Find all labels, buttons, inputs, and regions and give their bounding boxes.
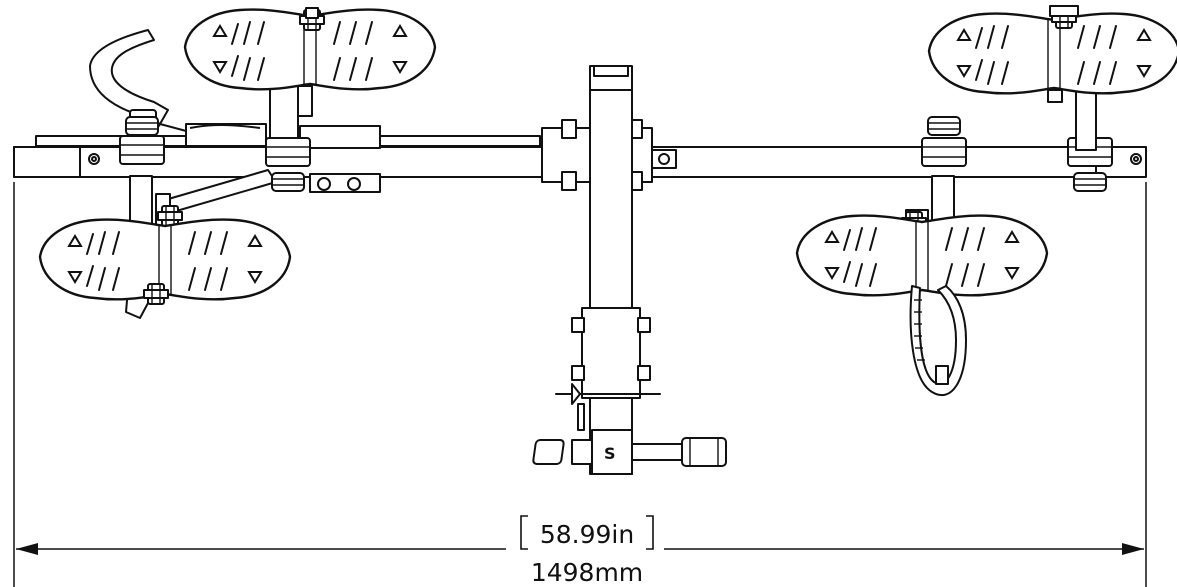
dimension-metric: 1498mm <box>531 558 643 587</box>
hitch-pin-knob <box>681 437 727 467</box>
right-lower-tray <box>795 175 1049 397</box>
bracket-right <box>646 515 654 550</box>
overall-width-dimension: 58.99in 1498mm <box>13 182 1147 587</box>
left-lower-tray <box>38 218 292 305</box>
collar-left-2 <box>265 137 311 192</box>
bracket-left <box>520 515 528 550</box>
collar-right-1 <box>921 116 967 167</box>
left-ratchet-hardware <box>185 123 381 193</box>
arrowhead-right-icon <box>1122 543 1144 555</box>
collar-left-1 <box>119 116 165 165</box>
left-upper-tray <box>183 7 437 149</box>
hitch-mount-assembly: S <box>532 65 727 475</box>
wheel-strap <box>909 285 967 397</box>
brand-logo-icon: S <box>532 439 616 465</box>
right-upper-tray <box>927 5 1177 151</box>
arrowhead-left-icon <box>16 543 38 555</box>
svg-text:S: S <box>604 444 616 463</box>
dimension-imperial: 58.99in <box>540 520 634 549</box>
